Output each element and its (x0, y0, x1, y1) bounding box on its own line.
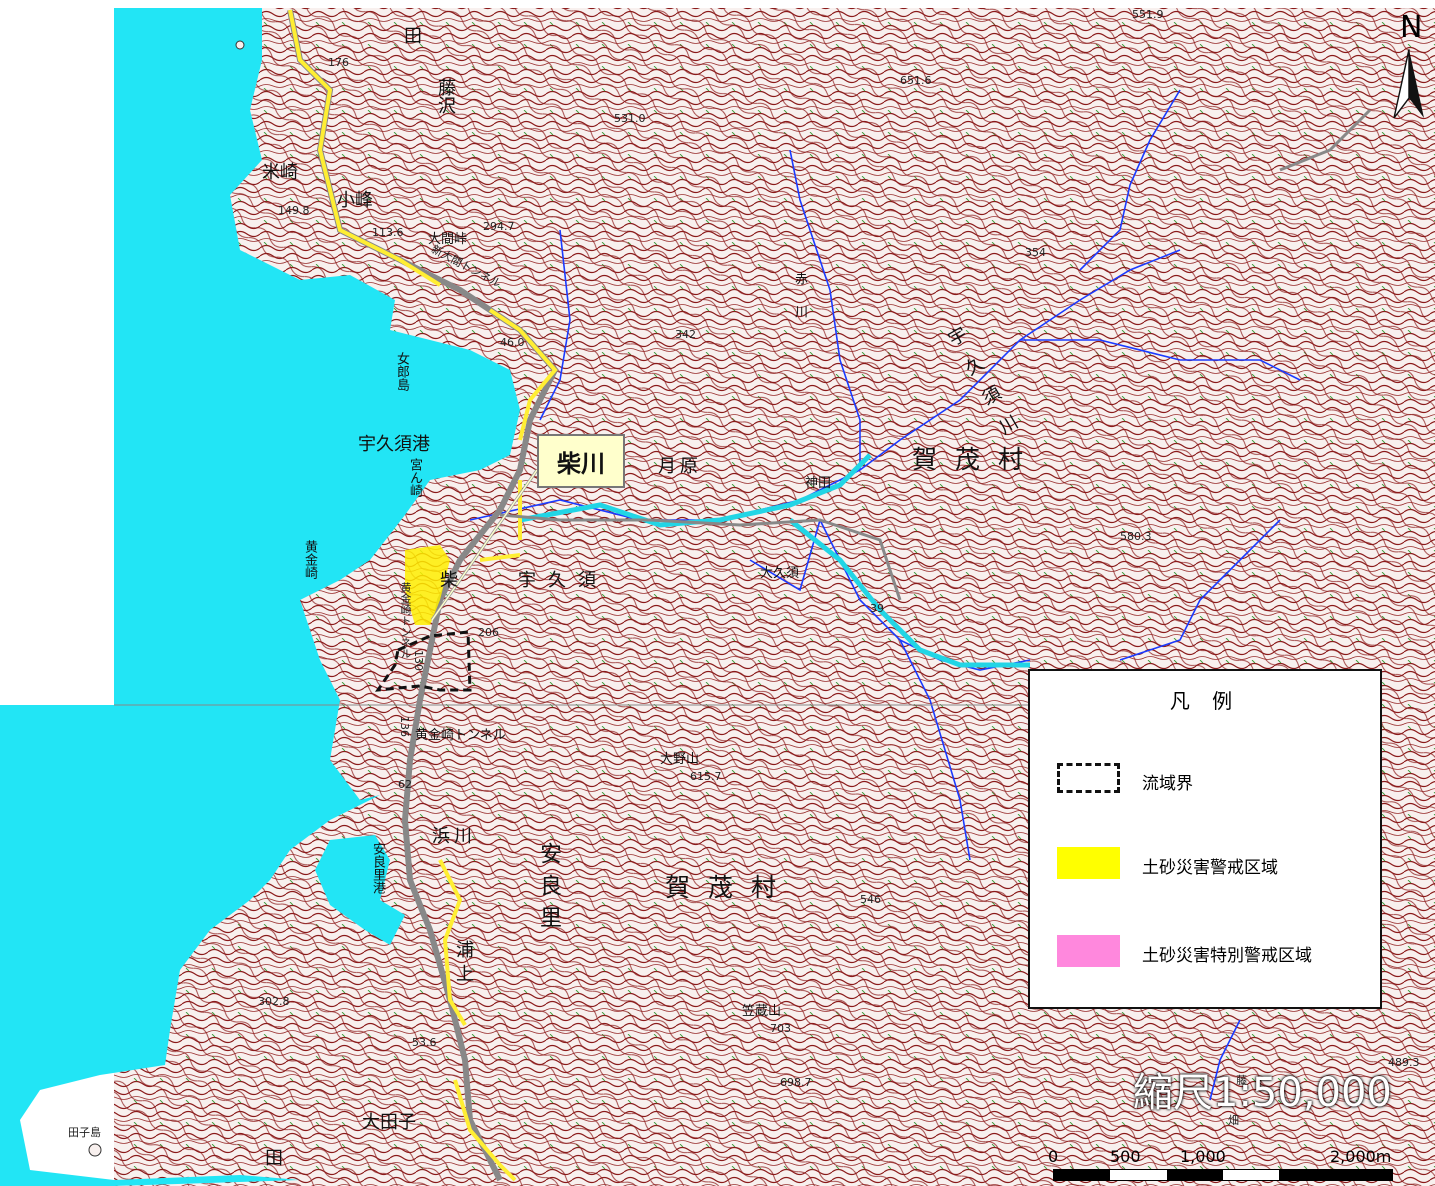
legend: 凡 例 流域界 土砂災害警戒区域 土砂災害特別警戒区域 (1028, 669, 1382, 1009)
legend-label-warning: 土砂災害警戒区域 (1142, 858, 1278, 878)
mountain-label: 大野山 (660, 752, 700, 767)
place-label: 大久須 (760, 566, 800, 581)
spot-height: 580.3 (1120, 530, 1152, 543)
village-label: 賀茂村 (912, 445, 1042, 474)
scale-tick: 500 (1110, 1147, 1141, 1166)
scale-tick: 1,000 (1180, 1147, 1226, 1166)
place-label: 黄金崎トンネル (415, 728, 506, 743)
spot-height: 53.6 (412, 1036, 437, 1049)
island (235, 40, 245, 50)
spot-height: 489.3 (1388, 1056, 1420, 1069)
rivers (469, 89, 1301, 1101)
place-label: 大田子 (362, 1112, 416, 1133)
spot-height: 342 (675, 328, 696, 341)
place-label: 米崎 (262, 162, 298, 183)
shibakawa-callout: 柴川 (537, 434, 625, 488)
legend-label-special-warning: 土砂災害特別警戒区域 (1142, 946, 1312, 966)
legend-swatch-watershed (1057, 763, 1120, 793)
place-label: 田 (265, 1148, 283, 1169)
place-label: 神田 (805, 476, 832, 491)
place-label: 月原 (658, 456, 702, 477)
spot-height: 615.7 (690, 770, 722, 783)
place-label: 藤沢 (435, 78, 456, 114)
ukusu-river-channel (519, 453, 1030, 668)
place-label: 小峰 (337, 190, 373, 211)
spot-height: 354 (1025, 246, 1046, 259)
legend-label-watershed: 流域界 (1142, 774, 1193, 794)
scale-tick: 2,000m (1330, 1147, 1392, 1166)
place-label: 黄金崎トンネル (399, 582, 412, 659)
place-label: 藤 (1236, 1074, 1247, 1087)
place-label: 柴 (440, 570, 458, 591)
spot-height: 46.0 (500, 336, 525, 349)
north-arrow-icon (1393, 49, 1424, 119)
spot-height: 176 (328, 56, 349, 69)
place-label: 浦上 (453, 940, 474, 988)
north-label: N (1400, 10, 1423, 45)
spot-height: 113.6 (372, 226, 404, 239)
callout-leader-inner (431, 469, 538, 621)
place-label: 黄金崎 (302, 540, 317, 579)
spot-height: 206 (478, 626, 499, 639)
island (88, 1143, 102, 1157)
spot-height: 136 (398, 716, 411, 737)
spot-height: 551.9 (1132, 8, 1164, 21)
place-label: 大間峠 (428, 232, 468, 247)
place-label: 宇久須港 (358, 434, 430, 455)
watershed-boundary (374, 630, 472, 692)
scale-bar (1053, 1169, 1393, 1181)
legend-swatch-special-warning (1057, 935, 1120, 967)
sediment-warning-zone (405, 545, 450, 625)
spot-height: 698.7 (780, 1076, 812, 1089)
mountain-label: 笠蔵山 (742, 1004, 782, 1019)
place-label: 安良里 (536, 842, 561, 938)
spot-height: 651.6 (900, 74, 932, 87)
scale-tick: 0 (1048, 1147, 1059, 1166)
place-label: 田 (404, 26, 422, 47)
sea (0, 8, 520, 1186)
spot-height: 546 (860, 893, 881, 906)
spot-height: 62 (398, 778, 412, 791)
roads (287, 9, 1372, 1182)
place-label: 畑 (1228, 1114, 1239, 1127)
place-label: 浜川 (432, 826, 476, 847)
legend-title: 凡 例 (1169, 689, 1241, 713)
spot-height: 130 (412, 650, 425, 671)
place-label: 宇久須 (518, 570, 608, 591)
island-label: 田子島 (68, 1126, 101, 1139)
spot-height: 703 (770, 1022, 791, 1035)
spot-height: 149.8 (278, 204, 310, 217)
spot-height: 294.7 (483, 220, 515, 233)
scale-title: 縮尺1:50,000 (1133, 1070, 1392, 1116)
arari-bay (315, 835, 405, 945)
village-label: 賀茂村 (665, 873, 795, 902)
legend-swatch-warning (1057, 847, 1120, 879)
spot-height: 39 (870, 602, 884, 615)
spot-height: 302.8 (258, 995, 290, 1008)
place-label: 女郎島 (394, 352, 409, 391)
river-label: 赤川 (792, 272, 807, 338)
place-label: 安良里港 (370, 842, 385, 894)
place-label: 宮ん崎 (407, 458, 422, 497)
spot-height: 531.0 (614, 112, 646, 125)
